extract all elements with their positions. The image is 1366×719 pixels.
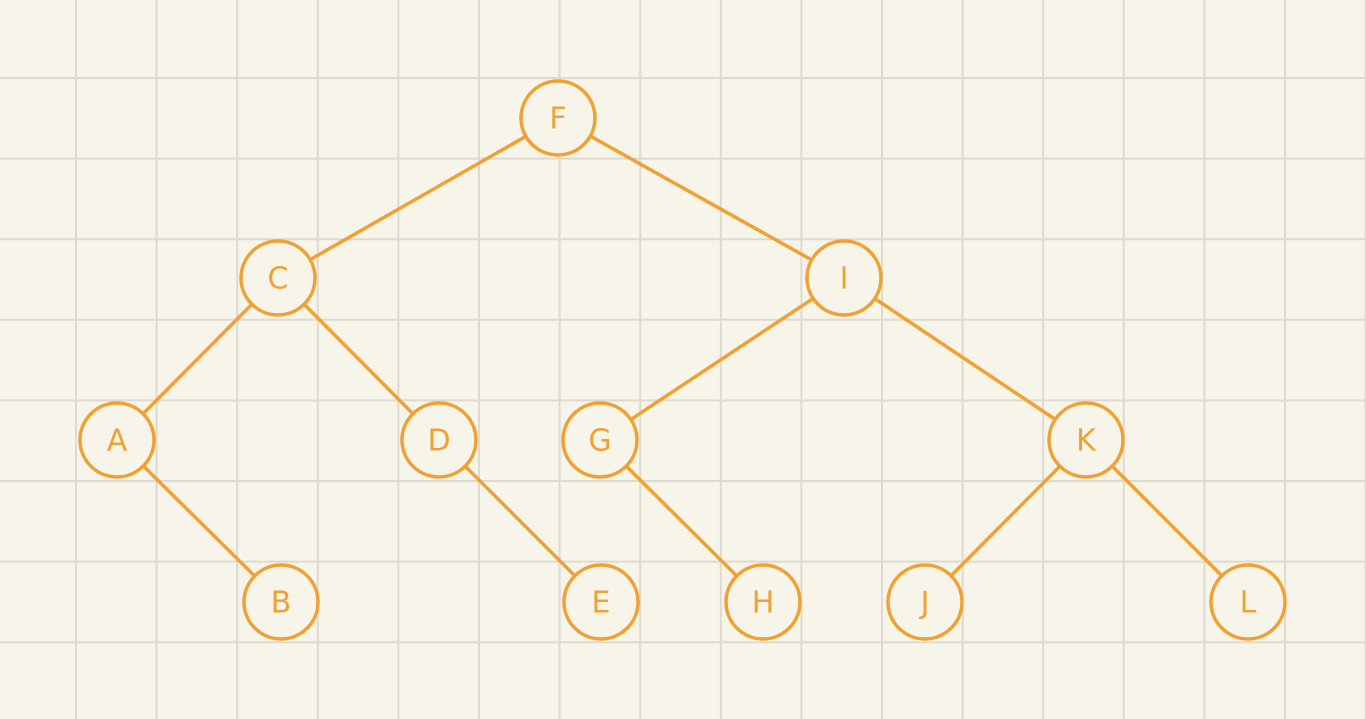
- node-label: H: [752, 586, 775, 621]
- node-label: D: [427, 424, 450, 459]
- node-circle: [1047, 401, 1125, 479]
- node-label: J: [919, 586, 930, 621]
- node-label: F: [549, 102, 566, 137]
- node-c: C: [239, 239, 317, 317]
- node-circle: [561, 401, 639, 479]
- node-label: C: [268, 262, 289, 297]
- node-label: L: [1240, 586, 1257, 621]
- node-f: F: [519, 79, 597, 157]
- edge-f-c: [276, 116, 560, 280]
- tree-nodes: F C I A D G K B E H J L: [78, 79, 1287, 641]
- node-label: B: [271, 586, 292, 621]
- node-e: E: [562, 563, 640, 641]
- node-a: A: [78, 401, 156, 479]
- node-circle: [805, 239, 883, 317]
- node-label: K: [1076, 424, 1097, 459]
- node-d: D: [400, 401, 478, 479]
- node-circle: [1209, 563, 1287, 641]
- node-k: K: [1047, 401, 1125, 479]
- node-circle: [239, 239, 317, 317]
- node-b: B: [242, 563, 320, 641]
- node-h: H: [724, 563, 802, 641]
- node-label: A: [107, 424, 128, 459]
- node-circle: [242, 563, 320, 641]
- edge-f-i: [556, 116, 846, 280]
- node-i: I: [805, 239, 883, 317]
- edge-i-g: [598, 276, 846, 442]
- node-label: G: [588, 424, 611, 459]
- edge-i-k: [842, 276, 1088, 442]
- node-label: I: [840, 262, 849, 297]
- node-circle: [519, 79, 597, 157]
- node-circle: [400, 401, 478, 479]
- node-label: E: [592, 586, 611, 621]
- tree-edges: [115, 116, 1250, 604]
- node-circle: [886, 563, 964, 641]
- node-circle: [724, 563, 802, 641]
- node-g: G: [561, 401, 639, 479]
- node-l: L: [1209, 563, 1287, 641]
- node-j: J: [886, 563, 964, 641]
- node-circle: [562, 563, 640, 641]
- node-circle: [78, 401, 156, 479]
